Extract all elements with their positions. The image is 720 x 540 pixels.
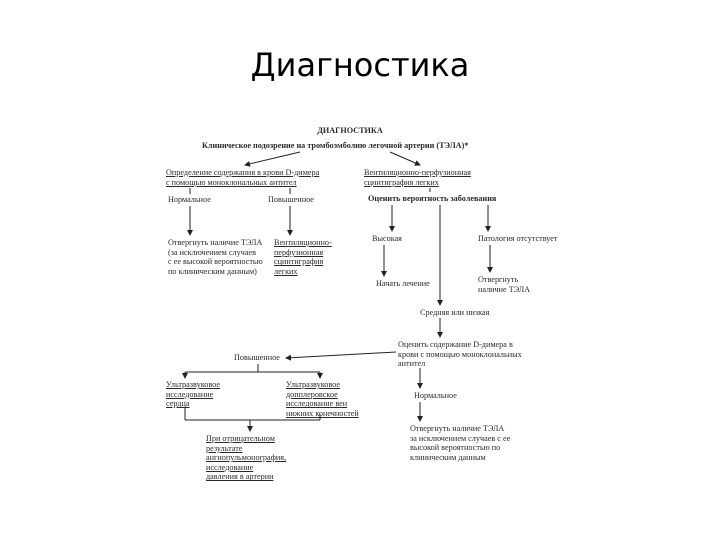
arrow-to-elevated-bottom: [285, 351, 397, 361]
node-pathology-absent: Патология отсутствует: [478, 234, 558, 243]
node-normal-right: Нормальное: [414, 391, 457, 400]
arrow-to-vq: [389, 151, 421, 166]
node-high: Высокая: [372, 234, 402, 243]
node-exclude-pe: Отвергнуть наличие ТЭЛА (за исключением …: [168, 238, 263, 276]
node-elevated-bottom: Повышенное: [234, 353, 280, 362]
node-leg-vein-doppler: Ультразвуковое допплеровское исследовани…: [286, 380, 359, 418]
slide-title: Диагностика: [250, 46, 470, 84]
node-echocardiography: Ультразвуковое исследование сердца: [166, 380, 220, 409]
diagram-subheading: Клиническое подозрение на тромбоэмболию …: [202, 141, 469, 150]
node-ddimer: Определение содержания в крови D-димера …: [166, 168, 320, 187]
node-exclude-pe-right: Отвергнуть наличие ТЭЛА за исключением с…: [410, 424, 511, 462]
node-medium-low: Средняя или низкая: [420, 308, 490, 317]
node-normal-left: Нормальное: [168, 195, 211, 204]
diagram-heading: ДИАГНОСТИКА: [317, 126, 383, 135]
node-vq-scan-left: Вентиляционно- перфузионная сцинтиграфия…: [274, 238, 332, 276]
node-vq-scan: Вентиляционно-перфузионная сцинтиграфия …: [364, 168, 471, 187]
node-negative-result: При отрицательном результате ангиопульмо…: [206, 434, 287, 482]
node-reject-pe: Отвергнуть наличие ТЭЛА: [478, 275, 531, 294]
node-ddimer-assess: Оценить содержание D-димера в крови с по…: [398, 340, 522, 369]
node-assess-probability: Оценить вероятность заболевания: [368, 194, 497, 203]
node-elevated-left: Повышенное: [268, 195, 314, 204]
node-start-treatment: Начать лечение: [376, 279, 430, 288]
arrow-to-ddimer: [244, 151, 301, 167]
